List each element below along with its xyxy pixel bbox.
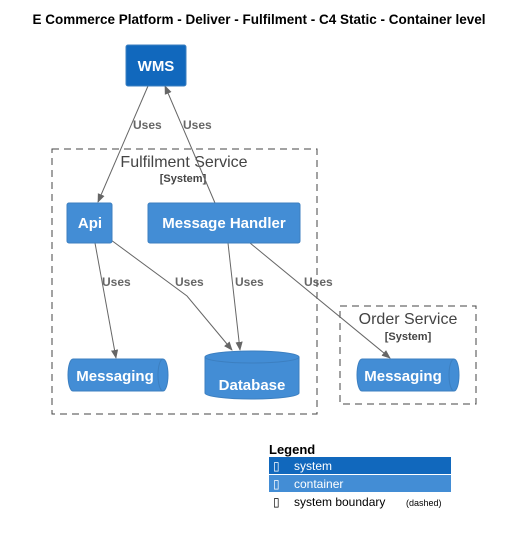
order-boundary-type: [System]	[385, 331, 432, 343]
edge-label-api-to-messaging: Uses	[102, 275, 131, 289]
edges: Uses Uses Uses Uses Uses Uses	[94, 85, 391, 359]
legend-container-swatch	[269, 475, 451, 492]
node-fulfilment-messaging[interactable]: Messaging	[67, 358, 169, 392]
fulfilment-service-boundary: Fulfilment Service [System]	[51, 148, 318, 415]
legend-system-swatch	[269, 457, 451, 474]
node-order-messaging-label: Messaging	[364, 368, 442, 385]
order-service-boundary: Order Service [System]	[339, 305, 477, 405]
legend-boundary-note: (dashed)	[406, 498, 442, 508]
legend-system-icon: ▯	[273, 459, 280, 473]
legend-boundary-label: system boundary	[294, 495, 385, 509]
node-message-handler[interactable]: Message Handler	[147, 202, 301, 244]
node-database-label: Database	[219, 377, 286, 394]
node-api-label: Api	[78, 215, 102, 232]
edge-api-to-database	[110, 239, 233, 351]
edge-label-handler-to-order-messaging: Uses	[304, 275, 333, 289]
legend: Legend ▯ system ▯ container ▯ system bou…	[269, 442, 451, 509]
legend-title: Legend	[269, 442, 315, 457]
node-wms-label: WMS	[138, 58, 175, 75]
edge-handler-to-wms	[164, 85, 216, 204]
legend-container-label: container	[294, 477, 343, 491]
edge-label-handler-to-wms: Uses	[183, 118, 212, 132]
node-message-handler-label: Message Handler	[162, 215, 286, 232]
legend-container-icon: ▯	[273, 477, 280, 491]
order-boundary-name: Order Service	[359, 311, 458, 328]
legend-system-label: system	[294, 459, 332, 473]
edge-handler-to-database	[227, 242, 243, 351]
node-fulfilment-messaging-label: Messaging	[76, 368, 154, 385]
edge-api-to-messaging	[94, 242, 119, 359]
node-wms[interactable]: WMS	[125, 44, 187, 87]
node-api[interactable]: Api	[66, 202, 113, 244]
edge-label-handler-to-database: Uses	[235, 275, 264, 289]
edge-handler-to-order-messaging	[249, 242, 391, 359]
fulfilment-boundary-name: Fulfilment Service	[120, 154, 247, 171]
edge-label-api-to-database: Uses	[175, 275, 204, 289]
node-order-messaging[interactable]: Messaging	[356, 358, 460, 392]
edge-wms-to-api	[97, 85, 149, 203]
node-database[interactable]: Database	[204, 350, 300, 400]
legend-boundary-icon: ▯	[273, 495, 280, 509]
fulfilment-boundary-type: [System]	[160, 173, 207, 185]
edge-label-wms-to-api: Uses	[133, 118, 162, 132]
diagram-title: E Commerce Platform - Deliver - Fulfilme…	[32, 12, 485, 27]
